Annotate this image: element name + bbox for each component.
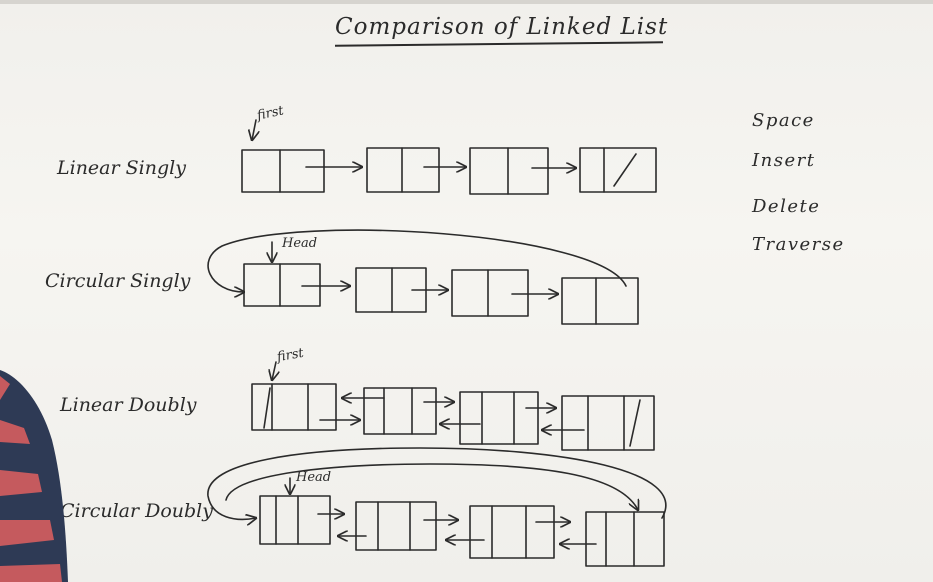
node-1 [241,149,325,193]
node-1 [259,495,331,545]
node-3 [469,505,555,559]
node-4 [585,511,665,567]
row-label-linear-singly: Linear Singly [57,157,186,179]
node-1 [243,263,321,307]
node-3 [459,391,539,445]
presenter-shirt [0,370,70,582]
circular-singly-list [207,229,639,325]
pointer-label-head-1: Head [282,236,318,251]
row-label-circular-doubly: Circular Doubly [60,500,213,522]
pointer-arrow-first-1 [252,119,256,140]
pointer-arrow-first-2 [272,361,276,380]
linear-singly-list [241,119,657,195]
linear-doubly-list [251,361,655,451]
row-label-circular-singly: Circular Singly [45,270,191,292]
circular-doubly-list [207,447,667,567]
node-3 [469,147,549,195]
node-4 [561,395,655,451]
node-3 [451,269,529,317]
row-label-linear-doubly: Linear Doubly [60,394,197,416]
node-2 [355,501,437,551]
criterion-delete: Delete [752,196,821,217]
page-title: Comparison of Linked List [335,14,669,40]
node-4 [579,147,657,193]
board-top-edge [0,0,933,4]
circular-link-inner [225,463,638,510]
criterion-traverse: Traverse [752,234,845,255]
node-4 [561,277,639,325]
circular-link-1 [207,229,627,292]
node-2 [366,147,440,193]
criterion-space: Space [752,110,815,131]
pointer-label-head-2: Head [296,470,332,485]
circular-link-outer [207,447,667,519]
criterion-insert: Insert [752,150,816,171]
node-1 [251,383,337,431]
node-2 [363,387,437,435]
